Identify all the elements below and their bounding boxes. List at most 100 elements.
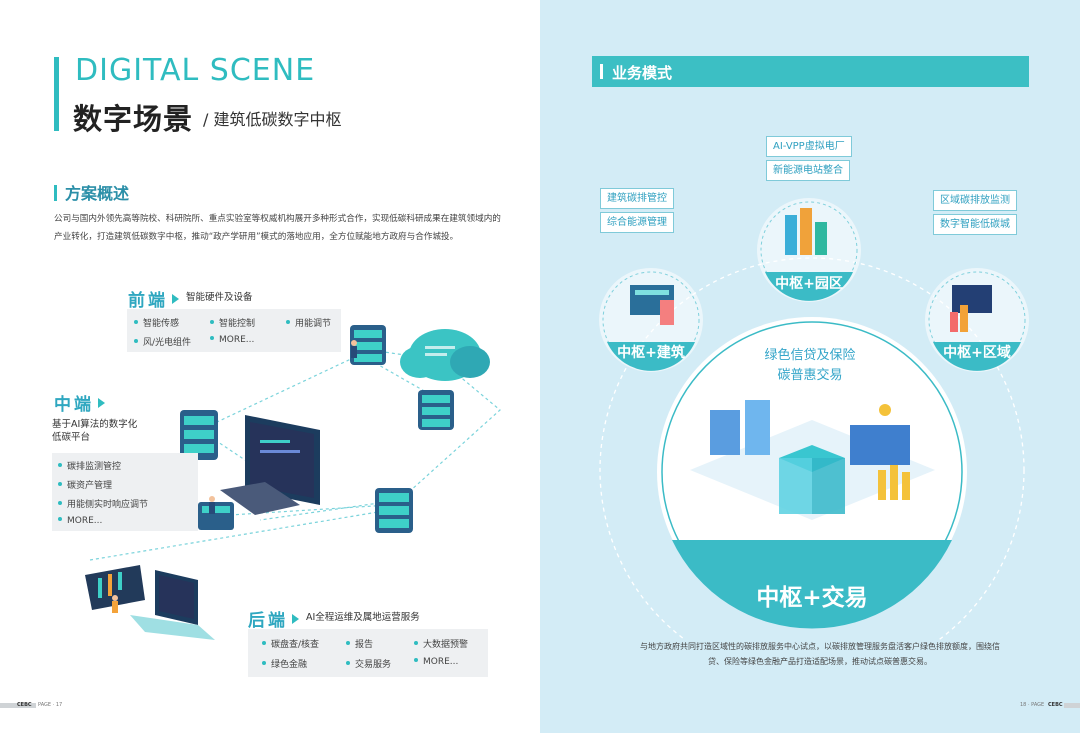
front-tier-title: 前端 [128, 286, 179, 311]
business-diagram [599, 198, 1029, 640]
middle-item: 碳排监测管控 [58, 459, 121, 472]
front-item-label: 风/光电组件 [143, 338, 192, 348]
middle-tier-desc: 基于AI算法的数字化低碳平台 [52, 419, 138, 443]
middle-item: MORE... [58, 516, 102, 526]
park-node [757, 198, 861, 302]
middle-item: 碳资产管理 [58, 478, 112, 491]
tag-energy-management: 综合能源管理 [600, 212, 674, 233]
bullet-dot [414, 641, 418, 645]
right-footer-page: 18 · PAGE [1020, 702, 1045, 708]
front-item-label: 智能传感 [143, 319, 180, 329]
tech-illustration [85, 325, 501, 640]
right-footer-bar [1064, 703, 1080, 708]
front-item-label: 智能控制 [219, 319, 256, 329]
person-icon [112, 340, 357, 613]
tag-new-energy: 新能源电站整合 [766, 160, 850, 181]
left-footer-logo: CEBC [17, 702, 32, 708]
tag-vpp: AI-VPP虚拟电厂 [766, 136, 852, 157]
laptop-icon [130, 570, 215, 640]
left-footer-bar [0, 703, 36, 708]
cloud-icon [400, 329, 490, 381]
back-item: 大数据预警 [414, 637, 468, 650]
front-item: 智能控制 [210, 316, 255, 329]
bullet-dot [58, 463, 62, 467]
back-item-box [248, 629, 488, 677]
base-station-icon [198, 502, 234, 530]
bullet-dot [210, 320, 214, 324]
tag-region-monitor: 区域碳排放监测 [933, 190, 1017, 211]
region-node-label: 中枢+区域 [943, 345, 1011, 361]
bottom-description: 与地方政府共同打造区域性的碳排放服务中心试点，以碳排放管理服务盘活客户绿色排放额… [640, 642, 1000, 666]
front-tier-desc: 智能硬件及设备 [186, 292, 253, 303]
park-node-label: 中枢+园区 [775, 276, 843, 292]
trade-node [657, 317, 967, 629]
region-node [925, 268, 1029, 372]
trade-node-label: 中枢+交易 [756, 585, 868, 611]
header-subtitle: / 建筑低碳数字中枢 [203, 110, 342, 129]
monitor-icon [220, 415, 320, 515]
back-item-label: 绿色金融 [271, 660, 308, 670]
back-item: 绿色金融 [262, 657, 307, 670]
bullet-dot [210, 336, 214, 340]
front-arrow-icon [172, 294, 179, 304]
front-item: 风/光电组件 [134, 335, 191, 348]
middle-item-label: 碳资产管理 [67, 481, 113, 491]
back-arrow-icon [292, 614, 299, 624]
left-footer-page: PAGE · 17 [38, 702, 63, 708]
business-header-accent [600, 64, 603, 79]
bullet-dot [262, 661, 266, 665]
back-tier-title-text: 后端 [248, 611, 288, 631]
bullet-dot [262, 641, 266, 645]
header-accent-bar [54, 57, 59, 131]
tablet-icon [85, 565, 145, 610]
front-item-label: 用能调节 [295, 319, 332, 329]
server-icon-bottom [375, 488, 413, 533]
front-item: 智能传感 [134, 316, 179, 329]
server-icon-middle [418, 390, 454, 430]
back-tier-desc: AI全程运维及属地运营服务 [306, 612, 420, 623]
back-item: MORE... [414, 657, 458, 667]
back-item-label: 大数据预警 [423, 640, 469, 650]
front-item-box [127, 309, 341, 352]
bullet-dot [346, 641, 350, 645]
middle-item-label: MORE... [67, 516, 103, 526]
middle-item-label: 碳排监测管控 [67, 462, 122, 472]
header-english-title: DIGITAL SCENE [75, 53, 316, 88]
building-node-label: 中枢+建筑 [617, 345, 685, 361]
server-icon-left [180, 410, 218, 460]
tag-digital-city: 数字智能低碳城 [933, 214, 1017, 235]
front-item: MORE... [210, 335, 254, 345]
back-item: 碳盘查/核查 [262, 637, 319, 650]
center-text-line1: 绿色信贷及保险 [764, 348, 856, 363]
back-tier-title: 后端 [248, 606, 299, 631]
business-model-title: 业务模式 [612, 64, 673, 82]
back-item: 交易服务 [346, 657, 391, 670]
bullet-dot [414, 658, 418, 662]
bullet-dot [58, 482, 62, 486]
business-model-header: 业务模式 [592, 56, 1029, 87]
middle-tier-title-text: 中端 [54, 395, 94, 415]
back-item-label: 报告 [355, 640, 374, 650]
intro-paragraph: 公司与国内外领先高等院校、科研院所、重点实验室等权威机构展开多种形式合作，实现低… [54, 214, 501, 242]
front-item-label: MORE... [219, 335, 255, 345]
right-footer-logo: CEBC [1048, 702, 1063, 708]
front-tier-title-text: 前端 [128, 291, 168, 311]
back-item: 报告 [346, 637, 373, 650]
bullet-dot [346, 661, 350, 665]
back-item-label: 碳盘查/核查 [271, 640, 320, 650]
back-item-label: MORE... [423, 657, 459, 667]
section-title: 方案概述 [54, 180, 129, 204]
tag-building-control: 建筑碳排管控 [600, 188, 674, 209]
bullet-dot [134, 339, 138, 343]
section-bar [54, 185, 57, 201]
bullet-dot [58, 501, 62, 505]
bullet-dot [286, 320, 290, 324]
section-title-text: 方案概述 [65, 184, 130, 203]
back-item-label: 交易服务 [355, 660, 392, 670]
middle-arrow-icon [98, 398, 105, 408]
header-chinese-title: 数字场景 [73, 102, 194, 136]
server-icon-top [350, 325, 386, 365]
bullet-dot [134, 320, 138, 324]
building-node [599, 268, 703, 372]
middle-item: 用能侧实时响应调节 [58, 497, 148, 510]
